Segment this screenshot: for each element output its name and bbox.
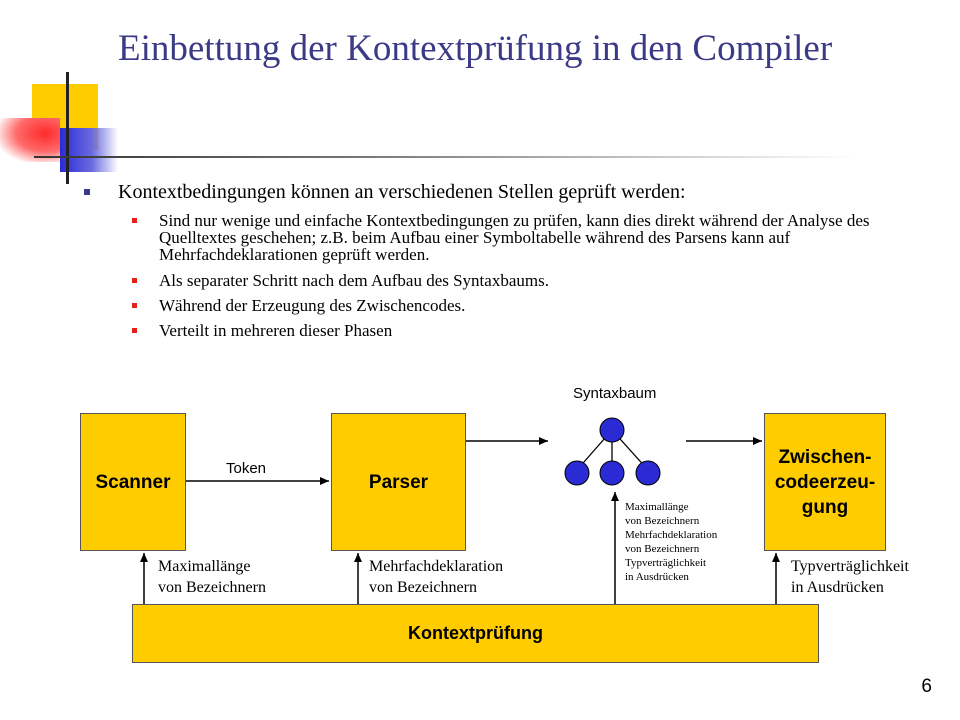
- scanner-box: Scanner: [80, 413, 186, 551]
- tree-root-node: [599, 417, 625, 443]
- bullet-square-icon: [84, 189, 90, 195]
- kontextpruefung-box: Kontextprüfung: [132, 604, 819, 663]
- label-line: Mehrfachdeklaration: [369, 558, 504, 575]
- scanner-check-label: Maximallänge von Bezeichnern: [158, 556, 266, 598]
- zwischencode-check-label: Typverträglichkeit in Ausdrücken: [791, 556, 909, 598]
- zwischencode-label-line: codeerzeu-: [774, 471, 876, 493]
- sub-bullet-square-icon: [132, 328, 137, 333]
- token-label: Token: [226, 460, 267, 477]
- label-line: Maximallänge: [625, 501, 689, 513]
- sub-bullet-square-icon: [132, 218, 137, 223]
- label-line: in Ausdrücken: [625, 571, 689, 583]
- label-line: von Bezeichnern: [625, 515, 700, 527]
- tree-leaf-node: [599, 460, 625, 486]
- page-number: 6: [921, 676, 932, 697]
- zwischencode-box: Zwischen- codeerzeu- gung: [764, 413, 886, 551]
- tree-leaf-node: [564, 460, 590, 486]
- logo-vertical-line: [66, 72, 69, 184]
- label-line: Typverträglichkeit: [625, 557, 707, 569]
- label-line: Typverträglichkeit: [791, 558, 909, 575]
- label-line: von Bezeichnern: [158, 579, 266, 596]
- label-line: Maximallänge: [158, 558, 251, 575]
- sub-bullet: Verteilt in mehreren dieser Phasen: [80, 322, 930, 339]
- sub-bullet-text: Als separater Schritt nach dem Aufbau de…: [159, 271, 549, 290]
- sub-bullet: Als separater Schritt nach dem Aufbau de…: [80, 272, 930, 289]
- bullet-list: Kontextbedingungen können an verschieden…: [80, 180, 930, 347]
- logo-red-glow: [0, 118, 60, 162]
- label-line: von Bezeichnern: [625, 543, 700, 555]
- parser-box: Parser: [331, 413, 466, 551]
- slide-title: Einbettung der Kontextprüfung in den Com…: [118, 28, 833, 69]
- parser-label: Parser: [368, 471, 429, 493]
- zwischencode-label-line: Zwischen-: [778, 446, 872, 468]
- label-line: Mehrfachdeklaration: [625, 529, 718, 541]
- sub-bullet-square-icon: [132, 303, 137, 308]
- syntaxbaum-label: Syntaxbaum: [573, 385, 657, 402]
- sub-bullet-text: Verteilt in mehreren dieser Phasen: [159, 321, 393, 340]
- bullet-main-text: Kontextbedingungen können an verschieden…: [118, 181, 686, 203]
- sub-bullet-text: Während der Erzeugung des Zwischencodes.: [159, 296, 466, 315]
- syntaxbaum-check-label: Maximallänge von Bezeichnern Mehrfachdek…: [625, 500, 717, 584]
- tree-leaf-node: [635, 460, 661, 486]
- bullet-main: Kontextbedingungen können an verschieden…: [80, 180, 930, 204]
- zwischencode-label-line: gung: [801, 496, 849, 518]
- logo-blue-glow: [60, 128, 118, 172]
- kontextpruefung-label: Kontextprüfung: [408, 623, 543, 643]
- label-line: von Bezeichnern: [369, 579, 477, 596]
- sub-bullet: Während der Erzeugung des Zwischencodes.: [80, 297, 930, 314]
- sub-bullet-square-icon: [132, 278, 137, 283]
- scanner-label: Scanner: [95, 471, 171, 493]
- parser-check-label: Mehrfachdeklaration von Bezeichnern: [369, 556, 503, 598]
- sub-bullet: Sind nur wenige und einfache Kontextbedi…: [80, 212, 930, 263]
- label-line: in Ausdrücken: [791, 579, 884, 596]
- title-underline: [34, 156, 854, 158]
- sub-bullet-text: Sind nur wenige und einfache Kontextbedi…: [159, 211, 870, 264]
